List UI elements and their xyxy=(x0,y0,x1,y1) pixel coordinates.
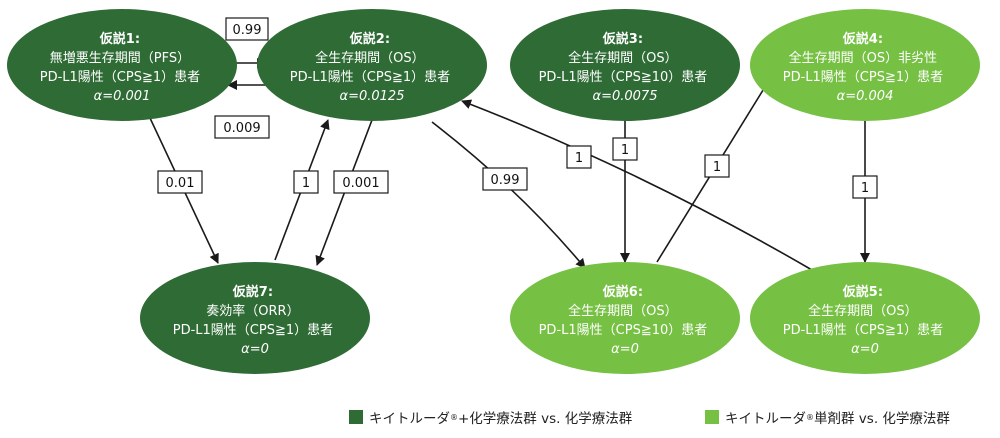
edge-label-h2-h7: 0.001 xyxy=(333,170,389,194)
edge-label-h6-h4: 1 xyxy=(704,154,730,178)
edge-label-h6-h4-text: 1 xyxy=(713,160,721,175)
node-h2-alpha: α=0.0125 xyxy=(340,89,405,104)
node-h2-line2: PD-L1陽性（CPS≧1）患者 xyxy=(290,70,450,85)
legend-dark-label-a: キイトルーダ xyxy=(369,411,450,427)
legend-light-label-a: キイトルーダ xyxy=(725,411,806,427)
node-h6: 仮説6: 全生存期間（OS） PD-L1陽性（CPS≧10）患者 α=0 xyxy=(510,262,740,374)
node-h7-shape xyxy=(140,262,370,374)
legend-light-swatch xyxy=(705,410,719,424)
edge-label-h2-h1-text: 0.009 xyxy=(223,121,260,136)
svg-text:仮説3: 全生存期間（OS） PD-: 仮説3: 全生存期間（OS） PD-L1陽性（CPS≧10）患者 α=0.007… xyxy=(539,31,712,104)
node-h6-alpha: α=0 xyxy=(611,342,639,357)
svg-text:仮説1: 無増悪生存期間（PFS）: 仮説1: 無増悪生存期間（PFS） PD-L1陽性（CPS≧1）患者 α=0.0… xyxy=(40,31,205,104)
edge-label-h1-h7-text: 0.01 xyxy=(166,176,195,191)
legend-light-registered: ® xyxy=(806,412,814,422)
node-h6-line2: PD-L1陽性（CPS≧10）患者 xyxy=(539,323,708,338)
node-h2-line1: 全生存期間（OS） xyxy=(315,50,425,66)
legend-dark: キイトルーダ®+化学療法群 vs. 化学療法群 xyxy=(349,407,632,427)
edge-label-h3-h6: 1 xyxy=(612,137,638,161)
node-h5-shape xyxy=(750,262,980,374)
edge-label-h7-h2: 1 xyxy=(293,170,319,194)
node-h4-alpha: α=0.004 xyxy=(837,89,894,104)
node-h1-alpha: α=0.001 xyxy=(94,89,151,104)
node-h4: 仮説4: 全生存期間（OS）非劣性 PD-L1陽性（CPS≧1）患者 α=0.0… xyxy=(750,9,980,121)
node-h3-line2: PD-L1陽性（CPS≧10）患者 xyxy=(539,70,708,85)
edge-label-h1-h7: 0.01 xyxy=(157,170,203,194)
node-h5: 仮説5: 全生存期間（OS） PD-L1陽性（CPS≧1）患者 α=0 xyxy=(750,262,980,374)
node-h1: 仮説1: 無増悪生存期間（PFS） PD-L1陽性（CPS≧1）患者 α=0.0… xyxy=(7,9,237,121)
node-h4-shape xyxy=(750,9,980,121)
node-h6-title: 仮説6: xyxy=(602,284,643,300)
svg-text:仮説2: 全生存期間（OS） PD-: 仮説2: 全生存期間（OS） PD-L1陽性（CPS≧1）患者 α=0.0125 xyxy=(290,31,455,104)
node-h2-title: 仮説2: xyxy=(349,31,390,47)
edge-label-h4-h5: 1 xyxy=(852,175,878,199)
edge-h2-h6 xyxy=(431,121,586,269)
edges xyxy=(149,58,870,271)
node-h3-title: 仮説3: xyxy=(602,31,643,47)
node-h1-line1: 無増悪生存期間（PFS） xyxy=(50,51,190,66)
legend-dark-swatch xyxy=(349,410,363,424)
edge-label-h2-h6-text: 0.99 xyxy=(491,173,520,188)
node-h4-title: 仮説4: xyxy=(842,31,883,47)
node-h3: 仮説3: 全生存期間（OS） PD-L1陽性（CPS≧10）患者 α=0.007… xyxy=(510,9,740,121)
node-h5-line2: PD-L1陽性（CPS≧1）患者 xyxy=(783,323,943,338)
svg-text:仮説6: 全生存期間（OS） PD-: 仮説6: 全生存期間（OS） PD-L1陽性（CPS≧10）患者 α=0 xyxy=(539,284,712,357)
node-h3-alpha: α=0.0075 xyxy=(593,89,658,104)
node-h3-shape xyxy=(510,9,740,121)
edge-label-h1-h2: 0.99 xyxy=(225,17,269,41)
node-h7-alpha: α=0 xyxy=(241,342,269,357)
node-h5-alpha: α=0 xyxy=(851,342,879,357)
svg-text:仮説7: 奏効率（ORR） PD-L: 仮説7: 奏効率（ORR） PD-L1陽性（CPS≧1）患者 α=0 xyxy=(173,284,338,357)
edge-h5-h2 xyxy=(461,99,813,271)
node-h1-shape xyxy=(7,9,237,121)
node-h4-line1: 全生存期間（OS）非劣性 xyxy=(789,50,938,66)
edge-label-h5-h2: 1 xyxy=(566,145,592,169)
node-h1-title: 仮説1: xyxy=(99,31,140,47)
legend-light: キイトルーダ®単剤群 vs. 化学療法群 xyxy=(705,407,950,427)
node-h6-shape xyxy=(510,262,740,374)
edge-label-h2-h1: 0.009 xyxy=(214,115,270,139)
edge-label-h4-h5-text: 1 xyxy=(861,181,869,196)
node-h2: 仮説2: 全生存期間（OS） PD-L1陽性（CPS≧1）患者 α=0.0125 xyxy=(257,9,487,121)
svg-text:仮説4: 全生存期間（OS）非劣性: 仮説4: 全生存期間（OS）非劣性 PD-L1陽性（CPS≧1）患者 α=0.0… xyxy=(783,31,948,104)
legend-dark-label-b: +化学療法群 vs. 化学療法群 xyxy=(458,411,633,427)
node-h3-line1: 全生存期間（OS） xyxy=(568,50,678,66)
node-h5-title: 仮説5: xyxy=(842,284,883,300)
node-h7-line1: 奏効率（ORR） xyxy=(206,303,299,319)
edge-label-h3-h6-text: 1 xyxy=(621,143,629,158)
edge-label-h1-h2-text: 0.99 xyxy=(233,23,262,38)
edge-label-h5-h2-text: 1 xyxy=(575,151,583,166)
legend-light-label-b: 単剤群 vs. 化学療法群 xyxy=(814,411,950,427)
node-h7-line2: PD-L1陽性（CPS≧1）患者 xyxy=(173,323,333,338)
node-h7-title: 仮説7: xyxy=(232,284,273,300)
node-h1-line2: PD-L1陽性（CPS≧1）患者 xyxy=(40,70,200,85)
node-h5-line1: 全生存期間（OS） xyxy=(808,303,918,319)
edge-label-h2-h7-text: 0.001 xyxy=(342,176,379,191)
svg-text:仮説5: 全生存期間（OS） PD-: 仮説5: 全生存期間（OS） PD-L1陽性（CPS≧1）患者 α=0 xyxy=(783,284,948,357)
edge-label-h7-h2-text: 1 xyxy=(302,176,310,191)
legend-dark-registered: ® xyxy=(450,412,458,422)
node-h2-shape xyxy=(257,9,487,121)
node-h6-line1: 全生存期間（OS） xyxy=(568,303,678,319)
edge-label-h2-h6: 0.99 xyxy=(482,167,528,191)
node-h4-line2: PD-L1陽性（CPS≧1）患者 xyxy=(783,70,943,85)
node-h7: 仮説7: 奏効率（ORR） PD-L1陽性（CPS≧1）患者 α=0 xyxy=(140,262,370,374)
